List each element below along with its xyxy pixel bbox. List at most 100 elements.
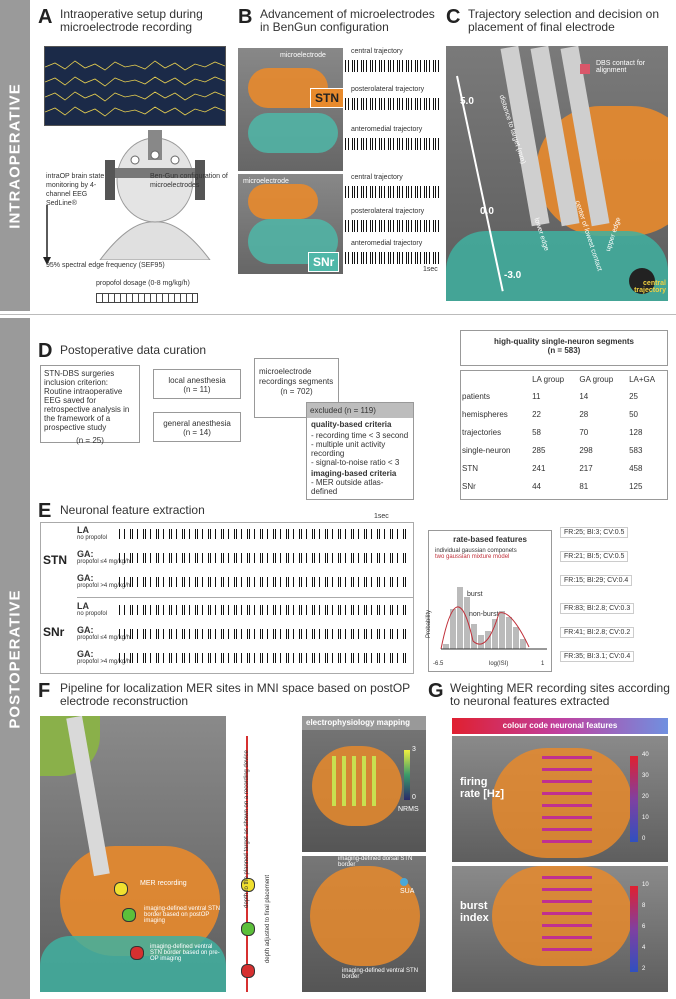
- postoperative-band: POSTOPERATIVE: [0, 318, 30, 999]
- spike-trace: [119, 529, 409, 539]
- panel-g-title: Weighting MER recording sites according …: [450, 682, 670, 708]
- fr-tick: 30: [642, 773, 649, 779]
- bengun-note: Ben-Gun configuration of microelectrodes: [150, 172, 230, 190]
- central-trajectory-label: central trajectory: [616, 280, 666, 294]
- inclusion-box: STN-DBS surgeries inclusion criterion: R…: [40, 365, 140, 443]
- spike-trace: [345, 98, 440, 110]
- panel-a-title: Intraoperative setup during microelectro…: [60, 8, 230, 34]
- inclusion-n: (n = 25): [44, 436, 136, 445]
- ga-box: general anesthesia(n = 14): [153, 412, 241, 442]
- burst-label: burst: [467, 591, 483, 598]
- spike-trace: [119, 605, 409, 615]
- feature-values: FR:21; BI:5; CV:0.5: [560, 551, 628, 562]
- spike-trace: [119, 553, 409, 563]
- sef-note: 95% spectral edge frequency (SEF95): [46, 262, 165, 269]
- tick-minus3: -3.0: [504, 270, 521, 281]
- panel-d-title: Postoperative data curation: [60, 344, 206, 357]
- spike-trace: [345, 60, 440, 72]
- panel-c-title: Trajectory selection and decision on pla…: [468, 8, 668, 34]
- time-scale: 1sec: [374, 513, 389, 520]
- col-header: GA group: [578, 371, 628, 387]
- nrms-colorbar: [404, 750, 410, 800]
- panel-c-letter: C: [446, 6, 460, 29]
- fr-tick: 10: [642, 815, 649, 821]
- reconstruction-view: MER recording imaging-defined ventral ST…: [40, 716, 226, 992]
- panel-g-letter: G: [428, 680, 444, 703]
- rate-features-title: rate-based features: [429, 535, 551, 544]
- time-scale: 1sec: [423, 266, 438, 273]
- burst-index-map: burst index 10 8 6 4 2: [452, 866, 668, 992]
- quality-item: - recording time < 3 second: [307, 431, 413, 440]
- intraoperative-band: INTRAOPERATIVE: [0, 0, 30, 311]
- col-header: LA+GA: [628, 371, 667, 387]
- syringe-icon: [96, 293, 198, 303]
- hq-box: high-quality single-neuron segments(n = …: [460, 330, 668, 366]
- bi-markers: [542, 876, 592, 956]
- feature-values: FR:41; BI:2.8; CV:0.2: [560, 627, 634, 638]
- eeg-note: intraOP brain state monitoring by 4-chan…: [46, 172, 116, 208]
- quality-title: quality-based criteria: [307, 418, 413, 431]
- la-n: (n = 11): [154, 385, 240, 394]
- x-tick: -6.5: [433, 661, 443, 667]
- depth-scale: depth to the planned target as shown on …: [228, 716, 294, 992]
- panel-b-letter: B: [238, 6, 252, 29]
- burst-index-label: burst index: [460, 900, 510, 924]
- mer-point: [114, 882, 128, 896]
- x-tick: 1: [541, 661, 544, 667]
- traces-panel: STN SNr LA no propofol GA: propofol ≤4 m…: [40, 522, 414, 674]
- ephys-map: electrophysiology mapping 3 0 NRMS: [302, 716, 426, 852]
- x-axis-label: log(ISI): [489, 661, 508, 667]
- rate-features-box: rate-based features individual gaussian …: [428, 530, 552, 672]
- microelectrode-label-upper: microelectrode: [280, 52, 326, 59]
- group-label: LA: [77, 525, 89, 535]
- spike-trace: [345, 220, 440, 232]
- group-label: GA:: [77, 625, 94, 635]
- mri-upper: microelectrode STN: [238, 48, 343, 171]
- panel-f-title: Pipeline for localization MER sites in M…: [60, 682, 420, 708]
- nonburst-label: non-burst: [469, 611, 499, 618]
- trace-label: anteromedial trajectory: [351, 240, 422, 247]
- trace-label: posterolateral trajectory: [351, 86, 424, 93]
- table-row: hemispheres222850: [461, 405, 667, 423]
- stn-region-label: STN: [43, 553, 67, 567]
- feature-values: FR:35; BI:3.1; CV:0.4: [560, 651, 634, 662]
- trajectory-view: DBS contact for alignment 5.0 0.0 -3.0 d…: [446, 46, 668, 301]
- dbs-contact-label: DBS contact for alignment: [596, 60, 666, 74]
- region-divider: [77, 597, 413, 598]
- spike-trace: [345, 138, 440, 150]
- snr-tag: SNr: [308, 252, 339, 272]
- bi-colorbar: [630, 886, 638, 972]
- mer-recording-label: MER recording: [140, 880, 187, 887]
- nrms-label: NRMS: [398, 806, 419, 813]
- hq-n: (n = 583): [461, 346, 667, 355]
- feature-values: FR:83; BI:2.8; CV:0.3: [560, 603, 634, 614]
- colour-code-header: colour code neuronal features: [452, 718, 668, 734]
- depth2-label: depth adjusted to final placement: [265, 875, 271, 963]
- panel-d-letter: D: [38, 340, 52, 363]
- post-border-point: [122, 908, 136, 922]
- firing-rate-map: firing rate [Hz] 40 30 20 10 0: [452, 736, 668, 862]
- mri-lower: microelectrode SNr: [238, 174, 343, 274]
- nrms-markers: [332, 756, 382, 806]
- group-label: LA: [77, 601, 89, 611]
- panel-b-title: Advancement of microelectrodes in BenGun…: [260, 8, 440, 34]
- trace-label: central trajectory: [351, 48, 403, 55]
- ga-n: (n = 14): [154, 428, 240, 437]
- nrms-min: 0: [412, 794, 416, 801]
- intraoperative-label: INTRAOPERATIVE: [7, 83, 24, 228]
- legend-item: two gaussian mixture model: [435, 554, 551, 560]
- trace-label: central trajectory: [351, 174, 403, 181]
- group-label: GA:: [77, 549, 94, 559]
- panel-e-title: Neuronal feature extraction: [60, 504, 205, 517]
- group-label: GA:: [77, 573, 94, 583]
- propofol-label: no propofol: [77, 535, 107, 541]
- bi-tick: 6: [642, 924, 645, 930]
- nrms-max: 3: [412, 746, 416, 753]
- excluded-box: excluded (n = 119) quality-based criteri…: [306, 402, 414, 500]
- spike-trace: [119, 653, 409, 663]
- group-label: GA:: [77, 649, 94, 659]
